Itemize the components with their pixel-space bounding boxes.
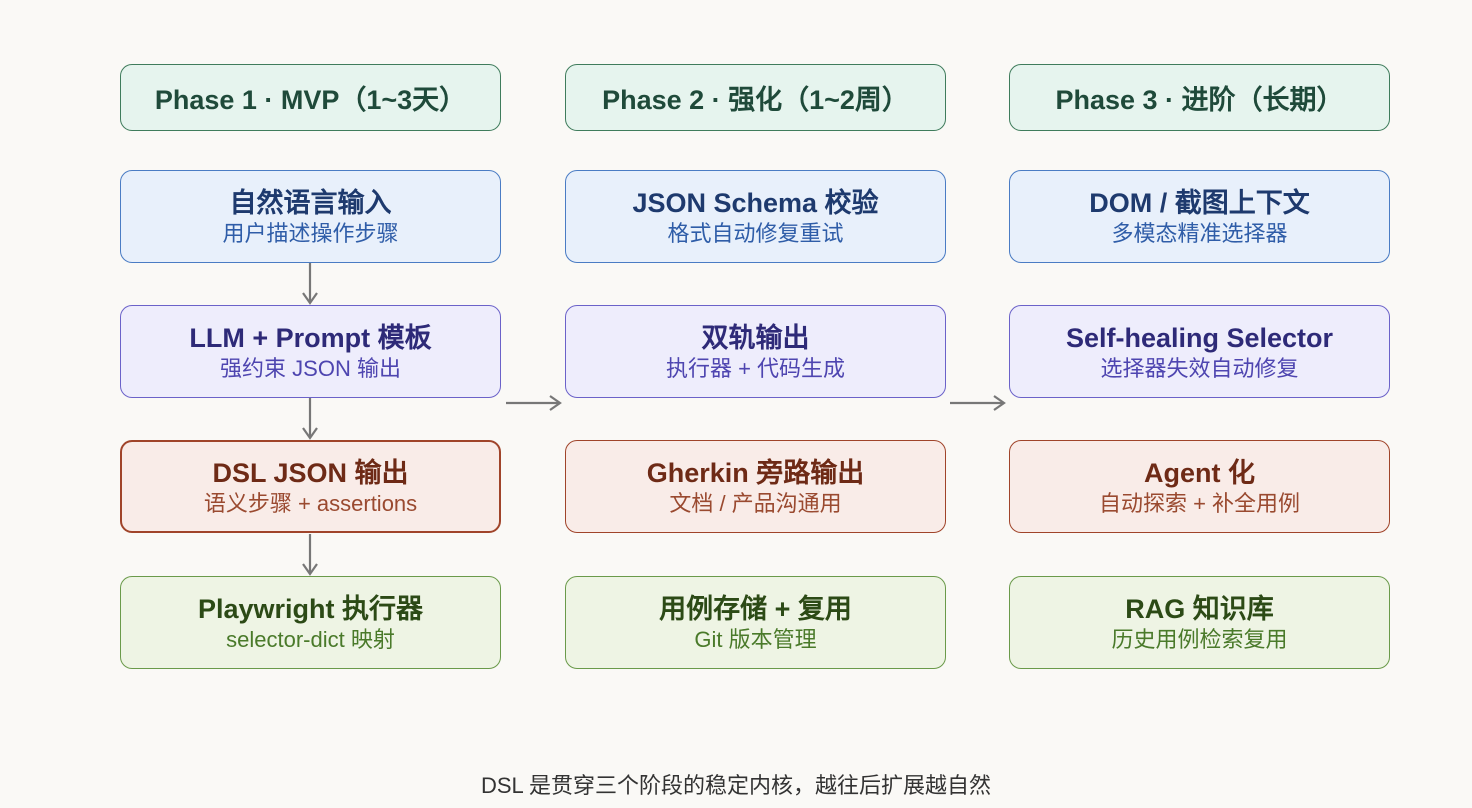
node-subtitle: selector-dict 映射 [226, 626, 395, 652]
node-subtitle: 多模态精准选择器 [1111, 220, 1288, 246]
node-subtitle: 强约束 JSON 输出 [220, 355, 401, 381]
node-title: Playwright 执行器 [197, 593, 424, 624]
node-title: DOM / 截图上下文 [1089, 187, 1310, 218]
node-title: Self-healing Selector [1065, 322, 1334, 353]
node-title: DSL JSON 输出 [212, 457, 409, 488]
node-title: LLM + Prompt 模板 [189, 322, 432, 353]
node-subtitle: 格式自动修复重试 [667, 220, 844, 246]
phase-header-3: Phase 3 · 进阶（长期） [1009, 64, 1390, 131]
arrow-phase2-to-phase3 [950, 395, 1006, 411]
footer-note: DSL 是贯穿三个阶段的稳定内核，越往后扩展越自然 [480, 773, 992, 798]
node-p1-1: 自然语言输入用户描述操作步骤 [120, 170, 501, 263]
node-subtitle: 选择器失效自动修复 [1100, 355, 1299, 381]
node-p2-2: 双轨输出执行器 + 代码生成 [565, 305, 946, 398]
node-subtitle: 用户描述操作步骤 [222, 220, 399, 246]
node-title: RAG 知识库 [1125, 593, 1274, 624]
arrow-phase1-to-phase2 [506, 395, 562, 411]
arrow-down-1 [302, 263, 318, 305]
phase-header-1: Phase 1 · MVP（1~3天） [120, 64, 501, 131]
node-subtitle: 执行器 + 代码生成 [665, 355, 846, 381]
node-title: 用例存储 + 复用 [659, 593, 852, 624]
arrow-down-2 [302, 398, 318, 440]
node-title: 自然语言输入 [229, 187, 392, 218]
node-subtitle: Git 版本管理 [694, 626, 817, 652]
node-subtitle: 语义步骤 + assertions [203, 490, 418, 516]
node-subtitle: 文档 / 产品沟通用 [669, 490, 842, 516]
node-p2-3: Gherkin 旁路输出文档 / 产品沟通用 [565, 440, 946, 533]
node-subtitle: 历史用例检索复用 [1111, 626, 1288, 652]
node-p1-2: LLM + Prompt 模板强约束 JSON 输出 [120, 305, 501, 398]
node-p3-3: Agent 化自动探索 + 补全用例 [1009, 440, 1390, 533]
phase-header-2: Phase 2 · 强化（1~2周） [565, 64, 946, 131]
node-p3-4: RAG 知识库历史用例检索复用 [1009, 576, 1390, 669]
node-title: Gherkin 旁路输出 [646, 457, 865, 488]
node-p2-1: JSON Schema 校验格式自动修复重试 [565, 170, 946, 263]
node-title: JSON Schema 校验 [632, 187, 879, 218]
node-p3-1: DOM / 截图上下文多模态精准选择器 [1009, 170, 1390, 263]
arrow-down-3 [302, 534, 318, 576]
node-p1-3: DSL JSON 输出语义步骤 + assertions [120, 440, 501, 533]
node-title: Agent 化 [1144, 457, 1255, 488]
node-title: 双轨输出 [701, 322, 810, 353]
node-subtitle: 自动探索 + 补全用例 [1098, 490, 1301, 516]
